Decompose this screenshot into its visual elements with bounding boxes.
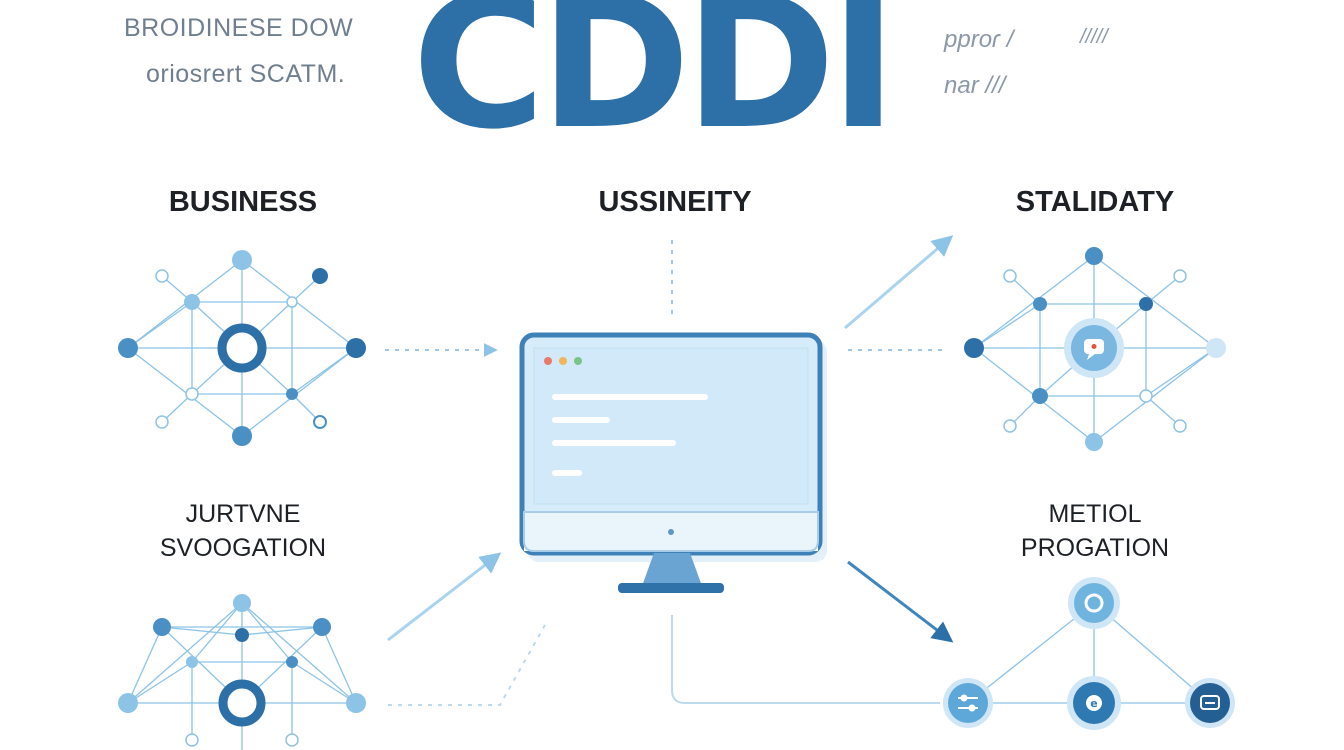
label-bottom-right-2: PROGATION (1020, 534, 1170, 562)
window-dot-green (574, 357, 582, 365)
message-icon (1200, 695, 1220, 710)
window-dot-red (544, 357, 552, 365)
note-line-1: pproɾ / (944, 26, 1014, 53)
circle-icon (1084, 593, 1104, 613)
node (312, 268, 328, 284)
e-glyph: e (1090, 697, 1097, 710)
screen-line (552, 417, 610, 423)
logo-title: CDDI (412, 0, 897, 169)
screen-line (552, 440, 676, 446)
node (235, 628, 249, 642)
screen-line (552, 394, 708, 400)
label-top-left: BUSINESS (168, 186, 318, 218)
node (232, 250, 252, 270)
node (313, 415, 327, 429)
subtitle-line-1: BROIDINESE DOW (124, 14, 354, 42)
label-bottom-left-2: SVOOGATION (159, 534, 327, 562)
network-bottom-right-nodes: e (943, 577, 1235, 730)
monitor-screen (533, 347, 809, 505)
node-top (1074, 583, 1114, 623)
node (1173, 419, 1187, 433)
node (286, 388, 298, 400)
hub-ring (217, 323, 267, 373)
node (184, 294, 200, 310)
node (1033, 297, 1047, 311)
label-top-right: STALIDATY (1015, 186, 1175, 218)
dotted-path-bottom-left (388, 624, 546, 706)
subtitle-line-2: oriosrert SCATM. (146, 60, 346, 88)
node (118, 338, 138, 358)
node (964, 338, 984, 358)
node (1003, 419, 1017, 433)
circle-e-icon (1086, 695, 1102, 711)
network-bottom-left-nodes (118, 594, 366, 747)
node (118, 693, 138, 713)
connectors (385, 235, 954, 706)
chat-bubble-icon (1084, 339, 1104, 360)
hub-ring (218, 679, 266, 727)
computer-monitor-icon (519, 332, 827, 593)
note-line-2: nar /// (944, 72, 1006, 99)
label-top-center: USSINEITY (598, 186, 752, 218)
sliders-node (948, 683, 988, 723)
label-bottom-right-1: METIOL (1048, 500, 1142, 528)
line-bottom-center (671, 615, 940, 704)
node (1139, 297, 1153, 311)
node (155, 415, 169, 429)
note-marks: ///// (1080, 26, 1108, 48)
arrow-down-right (847, 560, 954, 643)
node (346, 693, 366, 713)
node (1139, 389, 1153, 403)
node (1085, 247, 1103, 265)
network-top-left-nodes (118, 250, 366, 446)
node (313, 618, 331, 636)
node (1003, 269, 1017, 283)
node (1085, 433, 1103, 451)
network-top-right-nodes (964, 247, 1226, 451)
screen-line (552, 470, 582, 476)
window-dot-yellow (559, 357, 567, 365)
node (1032, 388, 1048, 404)
node (285, 733, 299, 747)
sliders-icon (958, 694, 978, 712)
monitor-power-dot (668, 529, 674, 535)
node (186, 656, 198, 668)
node (185, 387, 199, 401)
node (232, 426, 252, 446)
monitor-base (618, 583, 724, 593)
monitor-stand (642, 553, 702, 586)
node (286, 656, 298, 668)
label-bottom-left-1: JURTVNE (185, 500, 301, 528)
node (153, 618, 171, 636)
node (185, 733, 199, 747)
node (1206, 338, 1226, 358)
node (233, 594, 251, 612)
node (1173, 269, 1187, 283)
arrow-up-from-bottom-left (387, 552, 502, 642)
node (155, 269, 169, 283)
network-bottom-left (127, 602, 357, 750)
node (346, 338, 366, 358)
arrow-up-right (844, 235, 954, 330)
node (286, 296, 298, 308)
